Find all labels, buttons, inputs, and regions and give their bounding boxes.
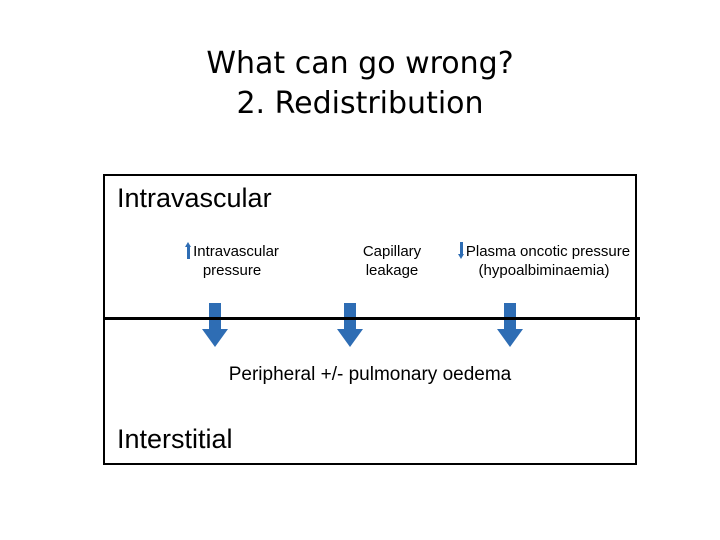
factor-line-1: Intravascular bbox=[147, 242, 317, 261]
title-line-2: 2. Redistribution bbox=[236, 86, 484, 121]
factor-label-line1: Capillary bbox=[362, 243, 422, 260]
slide-title: What can go wrong? 2. Redistribution bbox=[0, 44, 720, 124]
title-line-1: What can go wrong? bbox=[206, 46, 514, 81]
factor-label-line2: (hypoalbiminaemia) bbox=[478, 262, 610, 279]
compartment-label-intravascular: Intravascular bbox=[117, 183, 272, 213]
factor-label-line2: leakage bbox=[365, 262, 419, 279]
block-arrow-down-icon-1 bbox=[202, 303, 228, 347]
factor-label-line1: Intravascular bbox=[193, 243, 279, 260]
block-arrow-down-icon-3 bbox=[497, 303, 523, 347]
factor-line-1: Plasma oncotic pressure bbox=[413, 242, 675, 261]
block-arrow-down-icon-2 bbox=[337, 303, 363, 347]
factor-label-line2: pressure bbox=[202, 262, 262, 279]
factor-capillary-leakage: Capillary leakage bbox=[337, 242, 447, 280]
factor-plasma-oncotic-pressure: Plasma oncotic pressure (hypoalbiminaemi… bbox=[413, 242, 675, 280]
factor-label-line1: Plasma oncotic pressure bbox=[465, 243, 631, 260]
outcome-text: Peripheral +/- pulmonary oedema bbox=[228, 364, 512, 385]
arrow-up-icon bbox=[185, 242, 192, 259]
factor-row: Intravascular pressure Capillary leakage… bbox=[103, 242, 637, 302]
arrow-down-icon bbox=[457, 242, 465, 259]
compartment-label-interstitial: Interstitial bbox=[117, 424, 233, 454]
factor-intravascular-pressure: Intravascular pressure bbox=[147, 242, 317, 280]
compartment-divider-line bbox=[103, 317, 640, 320]
